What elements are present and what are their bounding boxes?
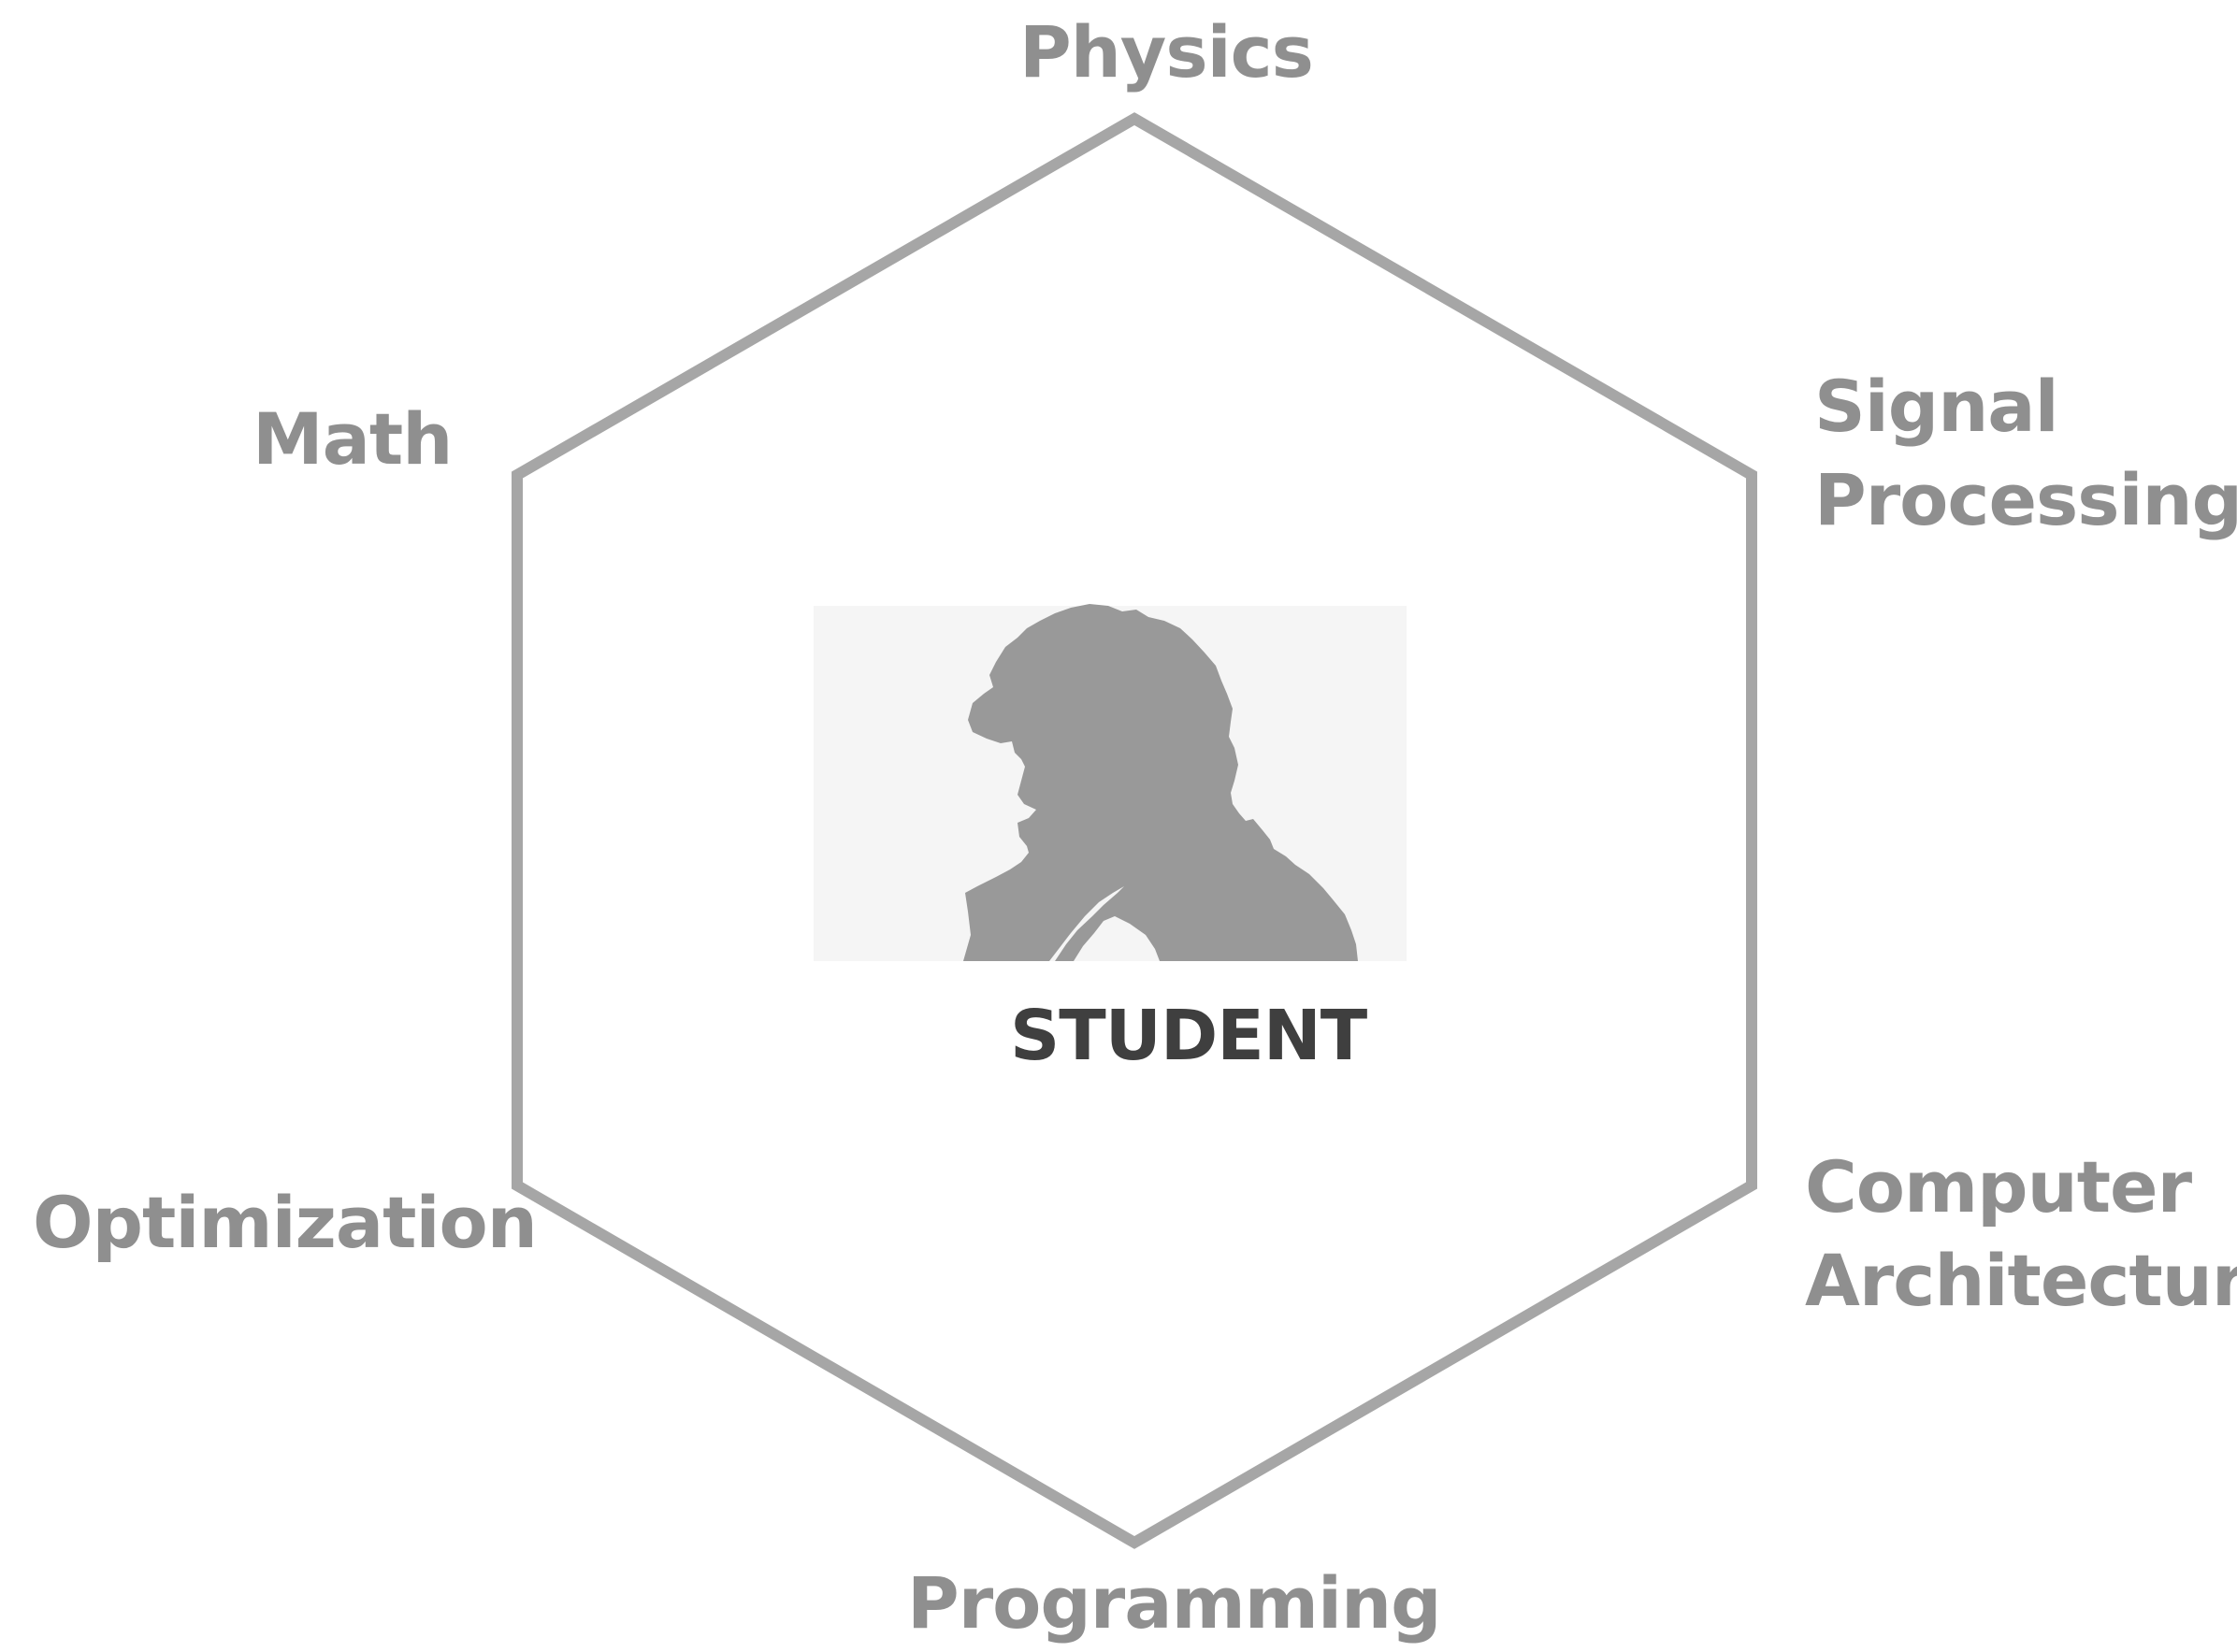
math-text: Math <box>253 397 453 481</box>
math-label: Math <box>253 393 453 486</box>
signal-processing-label: Signal Processing <box>1814 360 2237 547</box>
student-silhouette-icon <box>963 604 1358 961</box>
optimization-text: Optimization <box>33 1181 538 1264</box>
programming-label: Programming <box>907 1557 1442 1650</box>
optimization-label: Optimization <box>33 1176 538 1270</box>
physics-text: Physics <box>1019 10 1314 93</box>
signal-processing-line-1: Signal <box>1814 365 2059 448</box>
student-photo <box>814 604 1407 961</box>
computer-architecture-label: Computer Architecture <box>1805 1141 2237 1328</box>
programming-text: Programming <box>907 1561 1442 1645</box>
student-label: STUDENT <box>1010 996 1367 1076</box>
computer-architecture-line-1: Computer <box>1805 1145 2192 1228</box>
hexagon-outline <box>512 112 1757 1549</box>
signal-processing-line-2: Processing <box>1814 458 2237 541</box>
physics-label: Physics <box>1019 6 1314 99</box>
computer-architecture-line-2: Architecture <box>1805 1239 2237 1322</box>
